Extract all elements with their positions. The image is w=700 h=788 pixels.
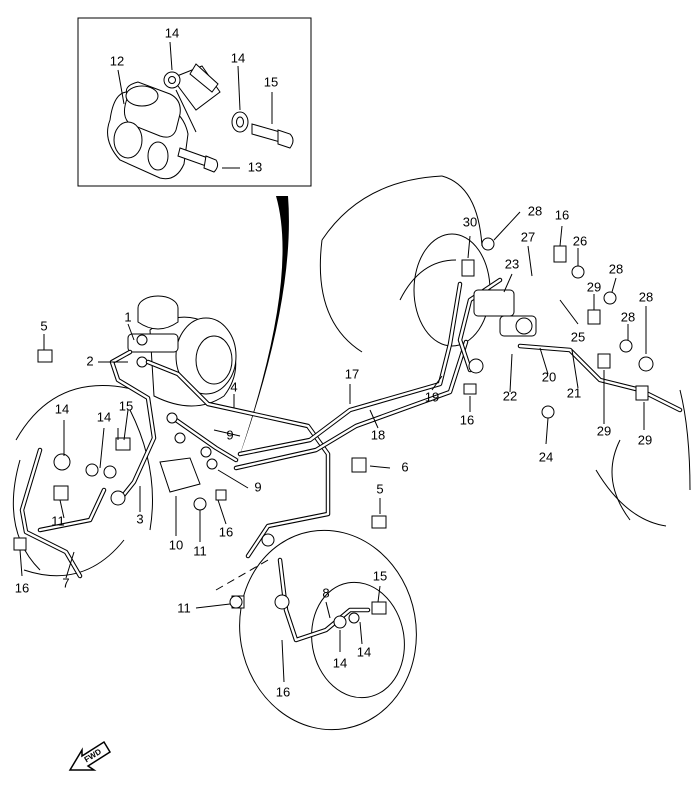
callout-14: 14 [357,644,371,659]
callout-15: 15 [119,398,133,413]
callout-15: 15 [373,568,387,583]
callout-14: 14 [55,401,69,416]
master-cylinder [127,295,237,407]
callout-18: 18 [371,427,385,442]
callout-29: 29 [597,423,611,438]
callout-23: 23 [505,256,519,271]
callout-28: 28 [621,309,635,324]
callout-11: 11 [193,543,207,558]
rear-right-wheel [595,389,691,527]
callout-2: 2 [86,353,93,368]
bleeder-bolt-13 [177,147,219,173]
callout-6: 6 [401,459,408,474]
callout-26: 26 [573,233,587,248]
callout-16: 16 [276,684,290,699]
callout-14: 14 [231,50,245,65]
leader-lines [19,211,647,683]
callout-19: 19 [425,389,439,404]
inset-frame [77,17,312,187]
callout-28: 28 [609,261,623,276]
callout-24: 24 [539,449,553,464]
callout-28: 28 [528,203,542,218]
caliper-body [107,81,189,180]
callout-5: 5 [40,318,47,333]
callout-11: 11 [177,600,191,615]
callout-22: 22 [503,388,517,403]
hose-fitting [163,63,221,111]
callout-21: 21 [567,385,581,400]
callout-16: 16 [15,580,29,595]
callout-30: 30 [463,214,477,229]
callout-29: 29 [638,432,652,447]
callout-7: 7 [62,575,69,590]
brake-pipes [109,277,683,559]
callout-11: 11 [51,513,65,528]
callout-labels: 1 2 3 4 5 5 6 7 8 9 9 10 11 11 11 12 13 … [15,25,653,699]
union-bolt-15 [251,123,294,149]
callout-28: 28 [639,289,653,304]
rear-valve-assembly [461,237,654,419]
callout-29: 29 [587,279,601,294]
callout-9: 9 [226,427,233,442]
callout-8: 8 [322,585,329,600]
detail-inset [77,17,312,187]
callout-17: 17 [345,366,359,381]
callout-5: 5 [376,481,383,496]
callout-1: 1 [124,309,131,324]
callout-25: 25 [571,329,585,344]
front-right-wheel [239,529,417,731]
callout-16: 16 [460,412,474,427]
callout-27: 27 [521,229,535,244]
callout-14: 14 [165,25,179,40]
callout-4: 4 [230,379,237,394]
front-left-hose [19,437,131,579]
callout-13: 13 [248,159,262,174]
callout-9: 9 [254,479,261,494]
detail-pointer [236,196,289,466]
callout-14: 14 [333,655,347,670]
callout-15: 15 [264,74,278,89]
fwd-arrow: FWD [68,740,112,771]
callout-16: 16 [555,207,569,222]
callout-12: 12 [110,53,124,68]
callout-10: 10 [169,537,183,552]
callout-14: 14 [97,409,111,424]
front-left-wheel [12,385,153,577]
callout-3: 3 [136,511,143,526]
callout-20: 20 [542,369,556,384]
front-right-hose [231,557,387,643]
clamps-and-bolts [13,349,387,610]
callout-16: 16 [219,524,233,539]
